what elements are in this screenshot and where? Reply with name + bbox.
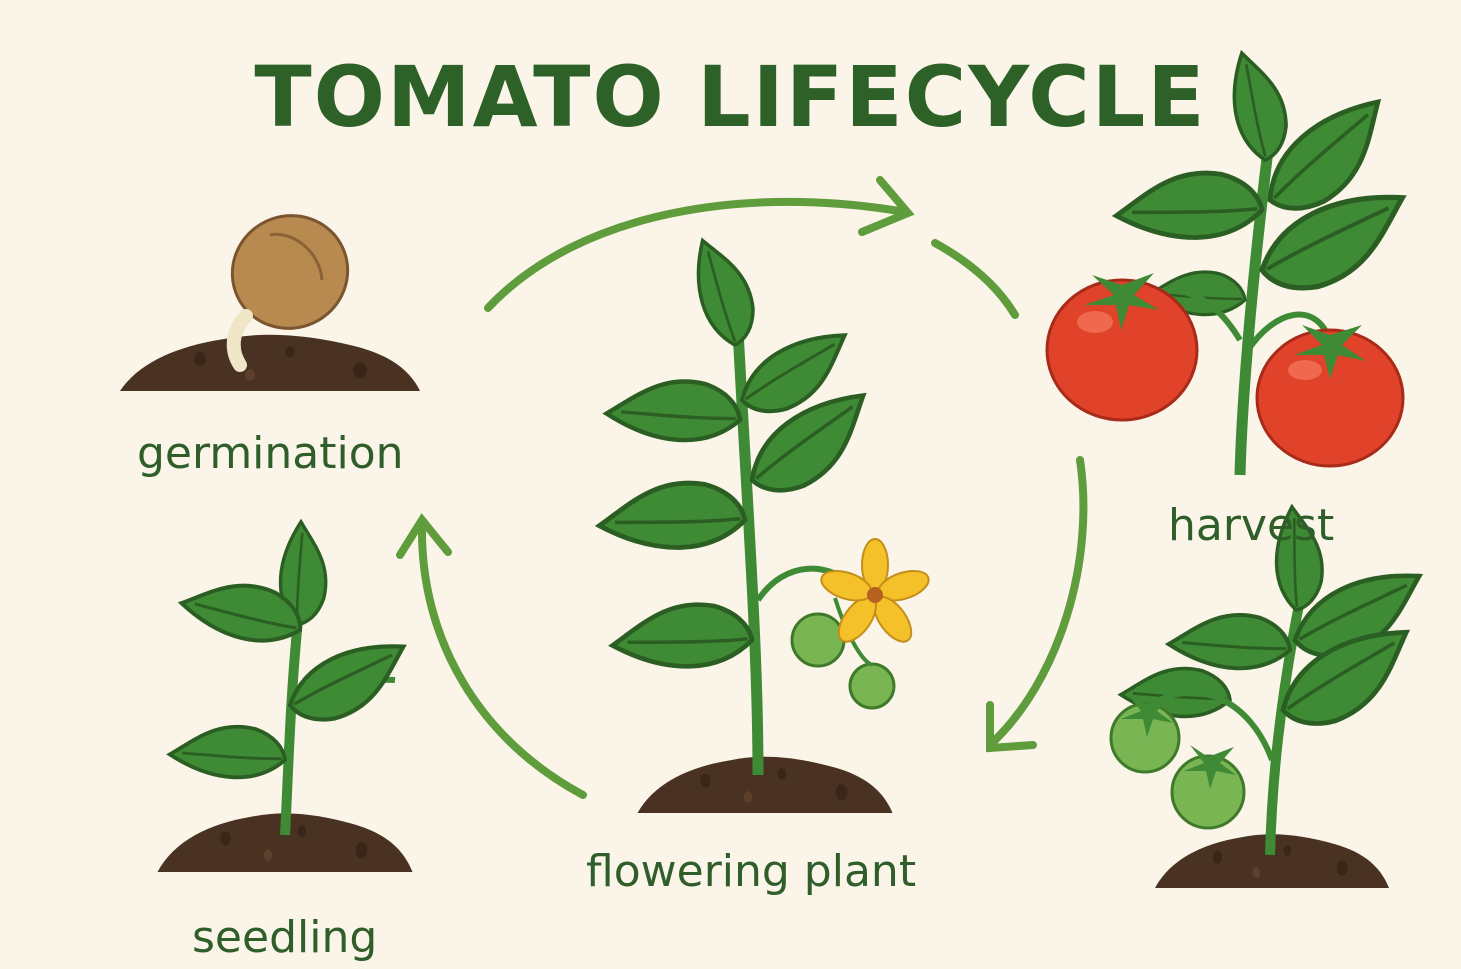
arrow-right-head	[986, 701, 1037, 753]
germination-illustration	[120, 214, 420, 391]
flower-icon	[820, 538, 930, 643]
arrow-right-upper	[931, 239, 1019, 319]
cycle-arrows	[396, 176, 1088, 799]
green-tomato-plant-illustration	[1109, 504, 1430, 888]
stage-label-flowering-plant: flowering plant	[586, 846, 917, 897]
stage-label-harvest: harvest	[1168, 500, 1335, 551]
stage-label-seedling: seedling	[192, 912, 378, 963]
arrow-left-head	[396, 513, 452, 559]
seedling-illustration	[157, 518, 414, 872]
page-title: TOMATO LIFECYCLE	[254, 48, 1207, 146]
arrow-top	[484, 197, 909, 312]
stage-label-germination: germination	[137, 428, 404, 479]
arrow-top-head	[858, 176, 915, 236]
tomato-red-icon	[1045, 273, 1199, 422]
harvest-illustration	[1045, 51, 1415, 476]
flowering-plant-illustration	[598, 238, 930, 813]
tomato-red-icon	[1255, 325, 1405, 468]
arrow-right	[986, 456, 1088, 749]
arrow-left	[417, 521, 587, 799]
